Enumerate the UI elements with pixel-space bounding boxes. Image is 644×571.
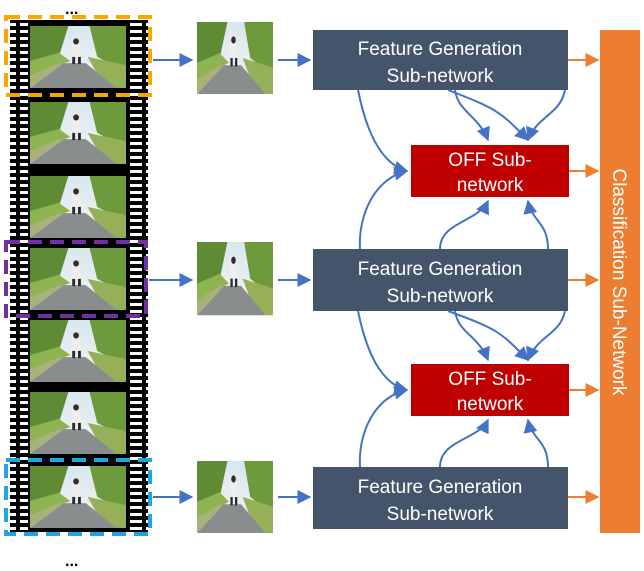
film-frame bbox=[30, 176, 126, 238]
classification-label: Classification Sub-Network bbox=[608, 168, 629, 396]
arrow bbox=[454, 310, 490, 362]
highlight-box-top bbox=[4, 15, 152, 97]
arrow bbox=[357, 310, 409, 395]
feature-box-line2: Sub-network bbox=[387, 286, 494, 307]
highlight-box-bottom bbox=[4, 458, 152, 536]
arrow bbox=[454, 89, 490, 142]
arrow bbox=[447, 310, 529, 361]
off-subnetwork-box-1: OFF Sub- network bbox=[411, 145, 569, 197]
arrow bbox=[358, 385, 409, 468]
feature-box-line1: Feature Generation bbox=[358, 477, 523, 498]
film-strip bbox=[10, 20, 148, 532]
arrow bbox=[447, 89, 529, 141]
selected-frame-bottom bbox=[197, 461, 273, 533]
highlight-box-middle bbox=[4, 240, 148, 318]
film-frame bbox=[30, 26, 126, 88]
film-frame bbox=[30, 320, 126, 382]
film-frame bbox=[30, 466, 126, 528]
feature-generation-box-2: Feature Generation Sub-network bbox=[313, 249, 568, 311]
film-frame bbox=[30, 392, 126, 454]
arrow bbox=[439, 199, 489, 250]
ellipsis-bottom: ... bbox=[65, 553, 78, 570]
feature-box-line1: Feature Generation bbox=[358, 39, 523, 60]
classification-subnetwork bbox=[600, 30, 640, 533]
feature-box-line1: Feature Generation bbox=[358, 259, 523, 280]
off-box-line1: OFF Sub- bbox=[448, 369, 531, 390]
arrow bbox=[526, 310, 566, 362]
ellipsis-top: ... bbox=[65, 1, 78, 18]
off-box-line1: OFF Sub- bbox=[448, 150, 531, 171]
arrow bbox=[526, 89, 566, 142]
off-box-line2: network bbox=[457, 394, 524, 415]
film-frame bbox=[30, 102, 126, 164]
feature-box-line2: Sub-network bbox=[387, 504, 494, 525]
feature-generation-box-1: Feature Generation Sub-network bbox=[313, 30, 568, 90]
feature-generation-box-3: Feature Generation Sub-network bbox=[313, 467, 568, 529]
arrow bbox=[523, 199, 549, 250]
off-subnetwork-box-2: OFF Sub- network bbox=[411, 364, 569, 416]
film-frame bbox=[30, 248, 126, 310]
selected-frame-top bbox=[197, 22, 273, 94]
arrow bbox=[357, 89, 409, 175]
feature-box-line2: Sub-network bbox=[387, 66, 494, 87]
arrow bbox=[523, 418, 549, 468]
arrow bbox=[358, 166, 409, 250]
selected-frame-middle bbox=[197, 242, 273, 316]
arrow bbox=[439, 418, 489, 468]
off-box-line2: network bbox=[457, 175, 524, 196]
